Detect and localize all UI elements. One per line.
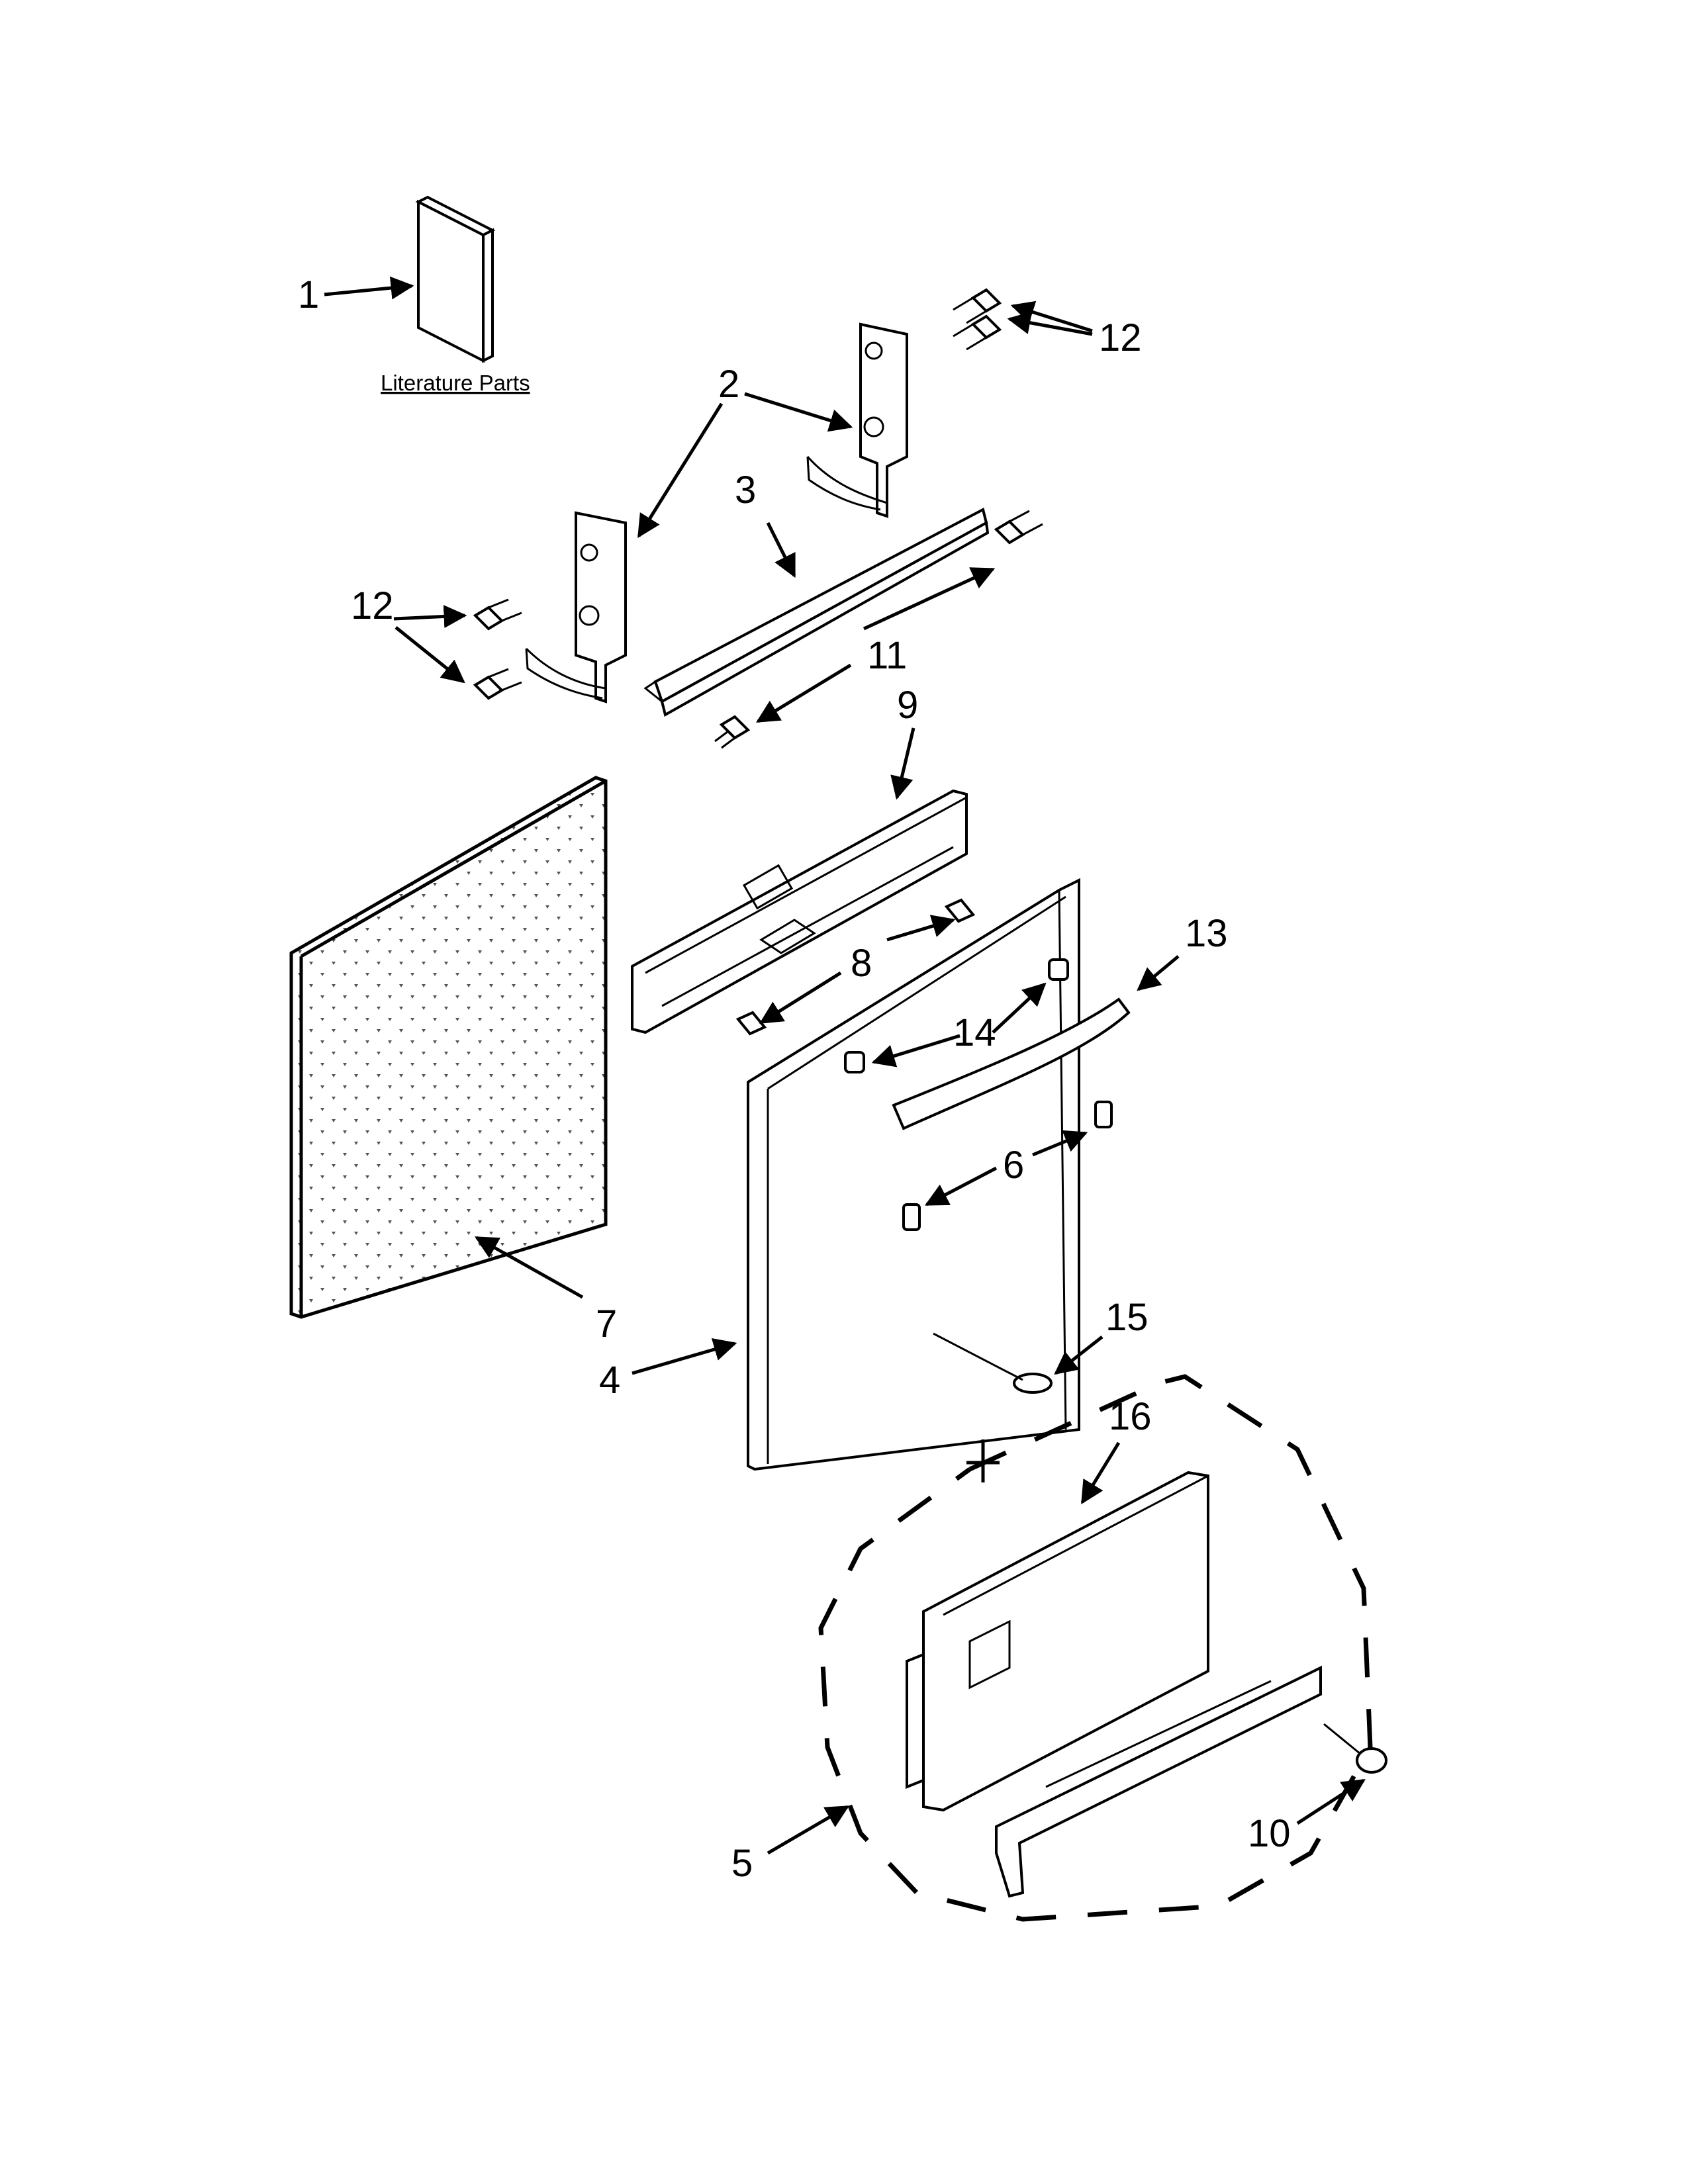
toe-kick-panel	[906, 1471, 1209, 1812]
bracket-screw	[1323, 1723, 1387, 1774]
screw-11-top	[994, 510, 1043, 545]
screw-12-left-lower	[473, 668, 522, 700]
literature-parts-caption: Literature Parts	[381, 371, 530, 395]
callout-9: 9	[897, 684, 918, 727]
leader-arrows	[324, 276, 1366, 1855]
lower-bracket	[995, 1665, 1322, 1898]
hinge-bracket-right	[806, 322, 908, 518]
toe-panel-assembly-boundary	[818, 1374, 1373, 1922]
callout-10: 10	[1248, 1812, 1291, 1855]
callout-3: 3	[735, 469, 756, 512]
callout-11: 11	[867, 634, 907, 677]
callout-6: 6	[1003, 1144, 1024, 1187]
screw-12-right-lower	[953, 314, 1002, 351]
handle-spacer-upper	[1048, 958, 1069, 981]
screw-12-right-upper	[953, 288, 1002, 324]
door-handle	[892, 997, 1131, 1130]
callout-7: 7	[596, 1302, 617, 1345]
literature-booklet	[415, 195, 496, 363]
door-screw-8-lower	[735, 1011, 767, 1036]
callout-14: 14	[953, 1011, 996, 1054]
callout-16: 16	[1109, 1395, 1152, 1438]
screw-11-bottom	[714, 715, 751, 749]
callout-15: 15	[1105, 1296, 1149, 1339]
control-panel	[631, 789, 968, 1034]
door-plug	[933, 1332, 1053, 1394]
callout-13: 13	[1185, 912, 1228, 955]
screw-12-left-upper	[473, 598, 522, 631]
callout-5: 5	[731, 1842, 753, 1885]
handle-screw-lower	[902, 1203, 921, 1231]
mounting-bracket	[643, 508, 990, 717]
callout-12-left: 12	[351, 584, 394, 627]
callout-4: 4	[599, 1359, 620, 1402]
callout-2: 2	[718, 363, 739, 406]
handle-screw-upper	[1094, 1101, 1113, 1128]
door-panel	[289, 776, 608, 1319]
callout-1: 1	[298, 273, 319, 316]
hinge-bracket-left	[525, 511, 627, 704]
callout-12-right: 12	[1099, 316, 1142, 359]
handle-spacer-lower	[844, 1051, 865, 1073]
door-screw-8-upper	[944, 898, 976, 923]
callout-8: 8	[851, 942, 872, 985]
